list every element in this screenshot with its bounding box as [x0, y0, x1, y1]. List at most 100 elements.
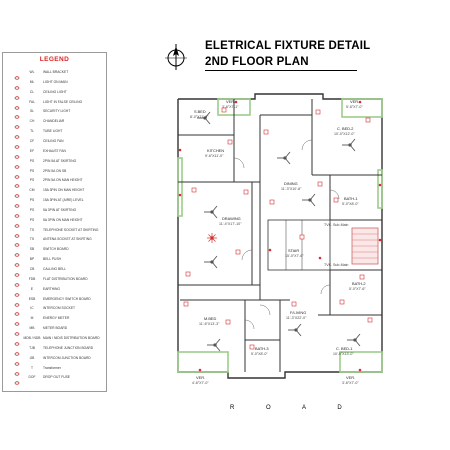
legend-symbol-icon — [11, 266, 23, 277]
ceiling-fan-icon — [302, 193, 316, 207]
legend-code: ML — [29, 79, 35, 84]
legend-item: E EARTHING — [3, 286, 106, 297]
drawing-title: ELETRICAL FIXTURE DETAIL — [205, 40, 371, 52]
legend-symbol-icon — [11, 217, 23, 228]
legend-symbol-icon — [11, 335, 23, 346]
legend-code: WL — [29, 70, 35, 74]
legend-code: FDB — [28, 276, 36, 281]
legend-description: 15A 3PIN AT (AIRE) LEVEL — [43, 198, 84, 203]
room-ver-right-top-size: 5'-6"X7'-0" — [346, 105, 363, 109]
room-c-bed-1-size: 10'-0"X13'-0" — [333, 352, 354, 356]
legend-code: PS — [29, 178, 35, 183]
ceiling-fan-icon — [277, 151, 291, 165]
legend-description: 2PIN 5A ON MAN HEIGHT — [43, 178, 83, 183]
room-bath-2: BATH-2 — [352, 281, 366, 286]
label-tvk-up: TVK. Sub-Main — [324, 223, 348, 227]
room-bath-3: BATH-3 — [255, 346, 269, 351]
legend-symbol-icon — [11, 197, 23, 208]
room-bath-2-size: 5'-0"X7'-6" — [349, 287, 366, 291]
room-stair-size: 15'-0"X7'-6" — [285, 254, 304, 258]
legend-symbol-icon — [11, 89, 23, 100]
legend-description: FLAT DISTRIBUTION BOARD — [43, 276, 88, 281]
legend-symbol-icon — [11, 138, 23, 149]
legend-description: 15A 3PIN ON MAN HEIGHT — [43, 188, 85, 193]
room-drawing: DRAWING — [222, 216, 241, 221]
legend-code: CM — [29, 188, 35, 193]
room-ver-bottom-left-size: 4'-6"X7'-0" — [192, 381, 209, 385]
legend-description: TELEPHONE JUNCTION BOARD — [43, 345, 94, 350]
legend-symbol-icon — [11, 227, 23, 238]
legend-description: LIGHT ON MAIN — [43, 79, 68, 84]
legend-symbol-icon — [11, 79, 23, 90]
room-c-bed-1: C. BED-1 — [336, 346, 352, 351]
legend-code: PS — [29, 217, 35, 222]
legend-description: MAIN / NIDIS DISTRIBUTION BOARD — [43, 335, 100, 340]
room-drawing-size: 11'-4"X17'-10" — [219, 222, 242, 226]
room-f-living: F/LIVING — [290, 310, 306, 315]
room-kitchen-size: 9'-6"X11'-0" — [205, 154, 224, 158]
legend-description: TUBE LIGHT — [43, 129, 63, 134]
legend-code: FAL — [29, 99, 35, 104]
legend-code: ESB — [28, 296, 36, 301]
legend-code: PS — [29, 198, 35, 203]
label-tvk-down: TVK. Sub-Main — [324, 263, 348, 267]
room-ver-bottom-left: VER. — [196, 375, 205, 380]
legend-description: INTERCOM JUNCTION BOARD — [43, 355, 91, 360]
legend-symbol-icon — [11, 355, 23, 366]
legend-description: EMERGENCY SWITCH BOARD — [43, 296, 91, 301]
wall-lights — [178, 100, 382, 372]
legend-description: BELL PUSH — [43, 257, 62, 262]
legend-description: INTERCOM SOCKET — [43, 306, 76, 311]
north-arrow-icon — [162, 42, 190, 72]
legend-description: EARTHING — [43, 286, 60, 291]
legend-code: MB — [29, 326, 35, 331]
legend-symbol-icon — [11, 207, 23, 218]
room-m-bed-size: 11'-6"X13'-3" — [199, 322, 220, 326]
room-kitchen: KITCHEN — [207, 148, 224, 153]
room-dining: DINING — [284, 181, 298, 186]
legend-symbol-icon — [11, 325, 23, 336]
room-m-bed: M.BED — [204, 316, 217, 321]
room-dining-size: 11'-3"X10'-8" — [281, 187, 302, 191]
legend-description: 5A 3PIN ON MAN HEIGHT — [43, 217, 83, 222]
legend-description: DROP OUT FUSE — [43, 375, 70, 380]
room-bath-1-size: 5'-0"X8'-0" — [342, 202, 359, 206]
room-ver-right-top: VER. — [350, 99, 359, 104]
legend-item: CM 15A 3PIN ON MAN HEIGHT — [3, 187, 106, 199]
legend-description: ANTENA SOCKET AT SKIRTING — [43, 237, 92, 242]
legend-item: FDB FLAT DISTRIBUTION BOARD — [3, 276, 106, 287]
ceiling-fan-icon — [342, 138, 356, 152]
stair-core — [267, 219, 379, 271]
legend-symbol-icon — [11, 108, 23, 120]
legend-symbol-icon — [11, 365, 23, 376]
legend-symbol-icon — [11, 236, 23, 248]
legend-description: METER BOARD — [43, 326, 68, 331]
ceiling-fan-icon — [288, 323, 302, 337]
legend-code: EF — [29, 148, 35, 153]
legend-symbol-icon — [11, 99, 23, 110]
legend-symbol-icon — [11, 296, 23, 307]
legend-code: BP — [29, 257, 35, 262]
room-bath-1: BATH-1 — [344, 196, 358, 201]
legend-code: E — [30, 286, 34, 291]
legend-item: MB METER BOARD — [3, 325, 106, 336]
legend-code: CH — [29, 119, 35, 124]
room-bath-3-size: 5'-0"X8'-0" — [251, 352, 268, 356]
legend-code: IC — [30, 306, 34, 311]
legend-code: T — [30, 365, 33, 370]
legend-symbol-icon — [11, 158, 23, 169]
door-swings — [233, 139, 340, 330]
